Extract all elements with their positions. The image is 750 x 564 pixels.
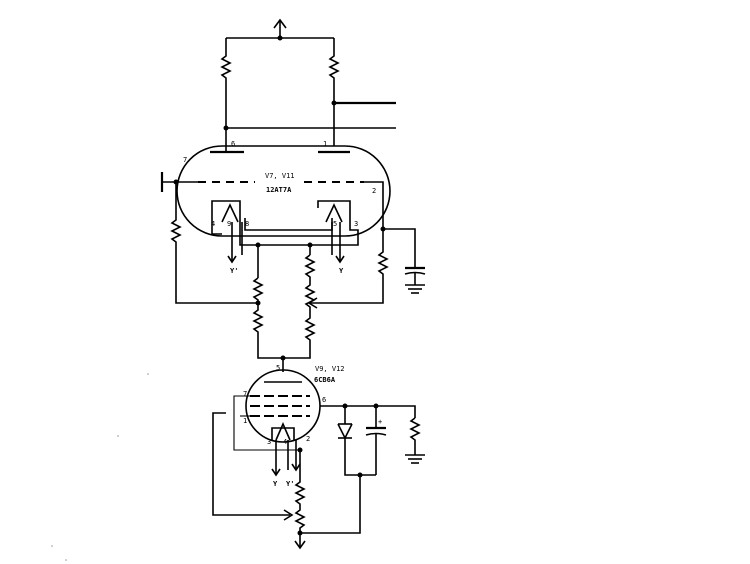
pin-label: 3 xyxy=(354,220,358,228)
load-resistor xyxy=(405,417,425,464)
pin-label: 5 xyxy=(276,364,280,372)
tube-type-label: 6CB6A xyxy=(314,376,336,384)
tube-12at7a-heaters xyxy=(221,203,343,223)
pentode-grid-wiring xyxy=(212,395,300,521)
bypass-capacitor xyxy=(404,266,426,294)
supply-rail xyxy=(226,18,334,41)
zener-diode xyxy=(337,406,376,478)
tube-12at7a-plates xyxy=(210,128,350,154)
plate-resistor-right xyxy=(328,38,340,146)
tube-ref-label: V9, V12 xyxy=(315,365,345,373)
pin-label: 4 xyxy=(211,220,215,228)
scan-marks xyxy=(51,373,149,561)
pentode-plate-output xyxy=(320,403,416,418)
pin-label: 1 xyxy=(243,417,247,425)
pin-label: 7 xyxy=(243,390,247,398)
pin-label: 8 xyxy=(245,220,249,228)
polarity-label: + xyxy=(378,418,382,426)
heater-lead-right xyxy=(331,222,345,264)
cathode-resistor-chain xyxy=(252,277,283,359)
pin-label: 7 xyxy=(183,156,187,164)
tube-6cb6a-elements xyxy=(250,381,310,441)
heater-label: Y' xyxy=(286,480,294,488)
tube-12at7a-envelope xyxy=(176,145,391,237)
tube-12at7a-cathodes xyxy=(211,200,351,210)
heater-label: Y' xyxy=(230,267,238,275)
output-capacitor: + xyxy=(365,406,387,475)
heater-label: Y xyxy=(273,480,278,488)
tube-ref-label: V7, V11 xyxy=(265,172,295,180)
heater-label: Y xyxy=(339,267,344,275)
pin-label: 3 xyxy=(267,438,271,446)
pin-label: 6 xyxy=(322,396,326,404)
pin-label: 2 xyxy=(372,187,376,195)
pin-label: 2 xyxy=(306,435,310,443)
pin-label: 6 xyxy=(231,140,235,148)
cathode-potentiometer xyxy=(294,447,361,550)
plate-resistor-left xyxy=(220,38,232,128)
pin-label: 1 xyxy=(323,140,327,148)
grid-resistor xyxy=(170,182,258,304)
balance-potentiometer xyxy=(283,254,316,359)
tube-type-label: 12AT7A xyxy=(266,186,292,194)
heater-lead-left xyxy=(227,222,243,264)
pin-label: 4 xyxy=(283,438,287,446)
pentode-heater-leads xyxy=(271,440,301,477)
output-lines xyxy=(226,101,396,129)
pin-label: 5 xyxy=(333,220,337,228)
pin-label: 9 xyxy=(227,220,231,228)
